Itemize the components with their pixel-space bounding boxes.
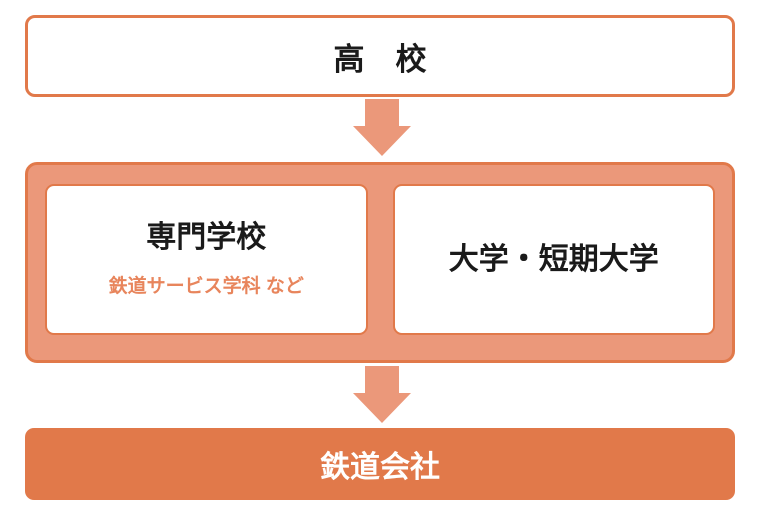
railway-company-label: 鉄道会社 [320, 451, 440, 484]
highschool-label: 高 校 [333, 41, 427, 77]
university-box: 大学・短期大学 [392, 184, 715, 335]
university-title: 大学・短期大学 [448, 242, 659, 276]
vocational-school-box: 専門学校 鉄道サービス学科 など [45, 184, 368, 335]
down-arrow-icon [353, 99, 411, 156]
railway-company-box: 鉄道会社 [25, 428, 735, 500]
vocational-school-title: 専門学校 [146, 221, 267, 254]
down-arrow-icon [353, 366, 411, 423]
highschool-box: 高 校 [25, 15, 735, 97]
education-options-group: 専門学校 鉄道サービス学科 など 大学・短期大学 [25, 162, 735, 363]
vocational-school-subtitle: 鉄道サービス学科 など [108, 276, 304, 297]
